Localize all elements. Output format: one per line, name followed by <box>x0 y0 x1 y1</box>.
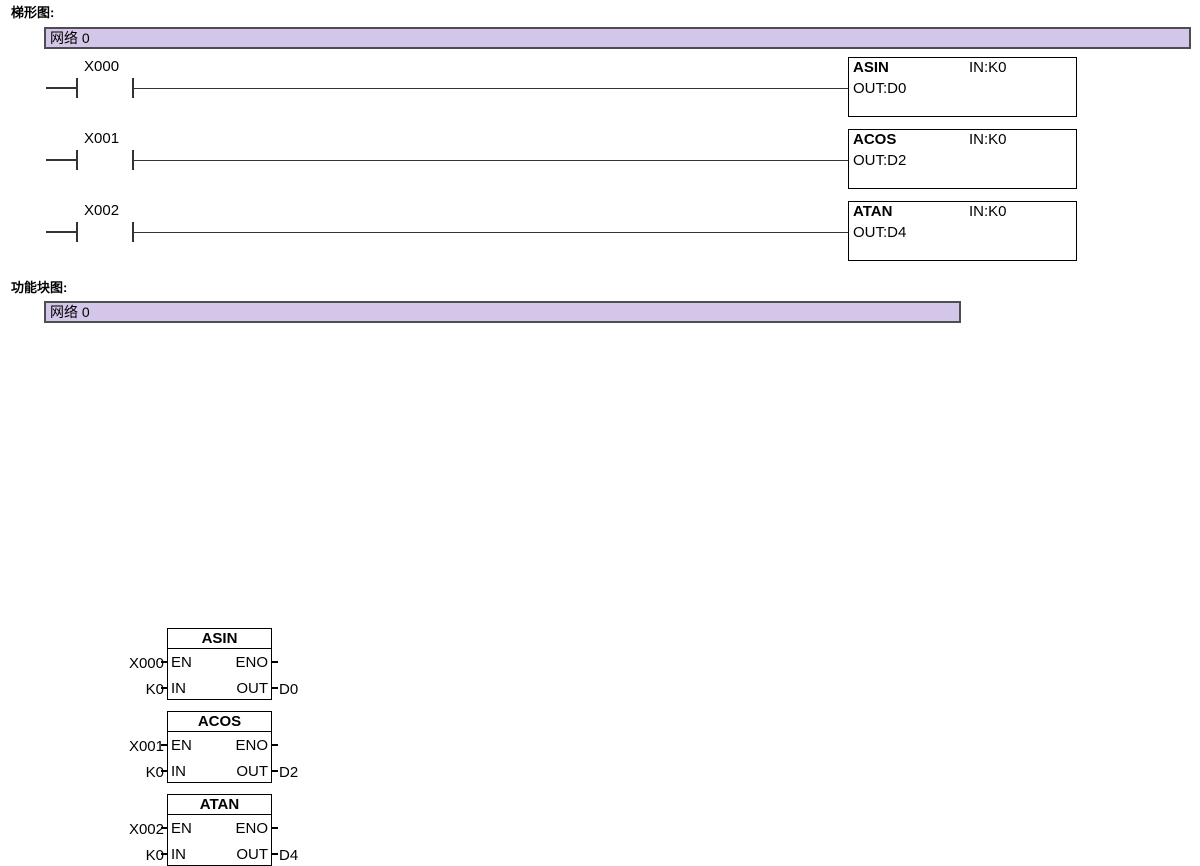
fbd-wire-out <box>271 853 278 855</box>
fbd-function-block[interactable]: ASIN EN ENO IN OUT <box>167 628 272 700</box>
ladder-heading: 梯形图: <box>11 5 55 20</box>
ladder-function-box[interactable]: ASIN IN:K0 OUT:D0 <box>848 57 1077 117</box>
fbd-function-block[interactable]: ATAN EN ENO IN OUT <box>167 794 272 866</box>
rung-wire <box>134 160 848 161</box>
fbd-wire-out <box>271 770 278 772</box>
fbd-operand-out: D2 <box>279 764 299 781</box>
rung-wire <box>134 232 848 233</box>
fbd-wire-eno <box>271 661 278 663</box>
ladder-box-output: OUT:D2 <box>853 152 907 169</box>
fbd-pin-in: IN <box>171 846 186 863</box>
rung-wire <box>134 88 848 89</box>
ladder-network-label: 网络 0 <box>50 30 90 46</box>
contact-bar-left-icon[interactable] <box>76 150 78 170</box>
contact-bar-right-icon[interactable] <box>132 78 134 98</box>
ladder-box-input: IN:K0 <box>969 203 1007 220</box>
contact-bar-right-icon[interactable] <box>132 150 134 170</box>
ladder-box-name: ACOS <box>853 131 897 148</box>
fbd-operand-in: K0 <box>145 847 164 864</box>
fbd-pin-in: IN <box>171 680 186 697</box>
fbd-operand-en: X002 <box>128 821 164 838</box>
power-rail-wire <box>46 87 76 89</box>
fbd-operand-in: K0 <box>145 681 164 698</box>
fbd-network-label: 网络 0 <box>50 304 90 320</box>
fbd-block-title: ASIN <box>168 629 271 649</box>
ladder-box-output: OUT:D4 <box>853 224 907 241</box>
ladder-box-name: ASIN <box>853 59 889 76</box>
fbd-wire-out <box>271 687 278 689</box>
ladder-box-input: IN:K0 <box>969 131 1007 148</box>
power-rail-wire <box>46 159 76 161</box>
fbd-operand-out: D4 <box>279 847 299 864</box>
ladder-box-input: IN:K0 <box>969 59 1007 76</box>
fbd-pin-en: EN <box>171 820 192 837</box>
ladder-box-output: OUT:D0 <box>853 80 907 97</box>
fbd-pin-out: OUT <box>236 763 268 780</box>
contact-bar-right-icon[interactable] <box>132 222 134 242</box>
fbd-operand-out: D0 <box>279 681 299 698</box>
fbd-operand-in: K0 <box>145 764 164 781</box>
ladder-box-name: ATAN <box>853 203 893 220</box>
fbd-pin-eno: ENO <box>235 654 268 671</box>
fbd-wire-eno <box>271 744 278 746</box>
contact-bar-left-icon[interactable] <box>76 222 78 242</box>
contact-operand-label: X000 <box>84 58 120 75</box>
fbd-pin-eno: ENO <box>235 737 268 754</box>
fbd-block-title: ACOS <box>168 712 271 732</box>
contact-operand-label: X001 <box>84 130 120 147</box>
fbd-diagram-canvas: X000 K0 ASIN EN ENO IN OUT D0 X001 K0 AC… <box>0 275 1200 866</box>
fbd-pin-out: OUT <box>236 680 268 697</box>
fbd-pin-en: EN <box>171 654 192 671</box>
fbd-operand-en: X000 <box>128 655 164 672</box>
ladder-network-header[interactable]: 网络 0 <box>44 27 1191 49</box>
fbd-network-header[interactable]: 网络 0 <box>44 301 961 323</box>
ladder-function-box[interactable]: ACOS IN:K0 OUT:D2 <box>848 129 1077 189</box>
fbd-pin-en: EN <box>171 737 192 754</box>
fbd-heading: 功能块图: <box>11 280 68 295</box>
fbd-wire-eno <box>271 827 278 829</box>
ladder-diagram-canvas: X000 ASIN IN:K0 OUT:D0 X001 ACOS IN:K0 O… <box>0 0 1200 275</box>
power-rail-wire <box>46 231 76 233</box>
ladder-function-box[interactable]: ATAN IN:K0 OUT:D4 <box>848 201 1077 261</box>
fbd-pin-eno: ENO <box>235 820 268 837</box>
fbd-pin-in: IN <box>171 763 186 780</box>
fbd-function-block[interactable]: ACOS EN ENO IN OUT <box>167 711 272 783</box>
fbd-pin-out: OUT <box>236 846 268 863</box>
contact-bar-left-icon[interactable] <box>76 78 78 98</box>
fbd-block-title: ATAN <box>168 795 271 815</box>
fbd-operand-en: X001 <box>128 738 164 755</box>
contact-operand-label: X002 <box>84 202 120 219</box>
